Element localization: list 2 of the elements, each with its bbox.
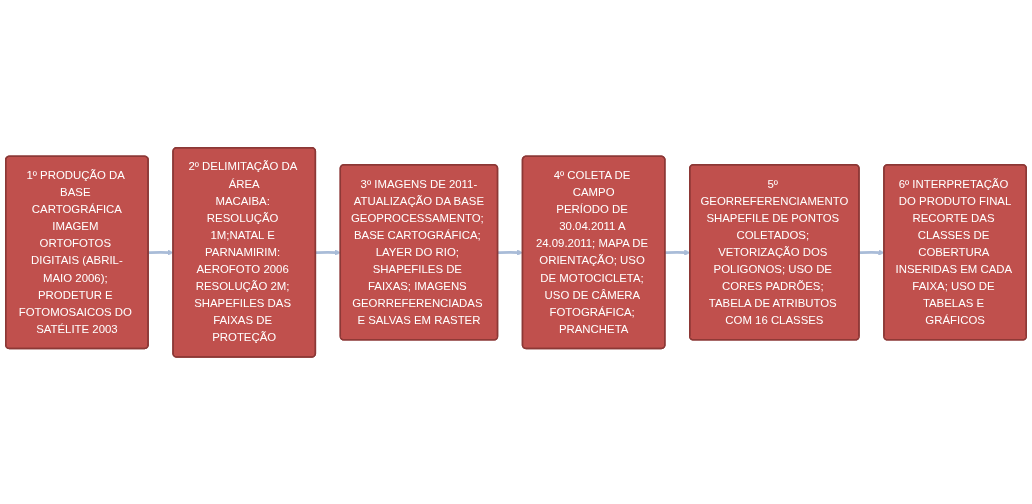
arrow [148,249,174,256]
arrow [315,249,341,256]
